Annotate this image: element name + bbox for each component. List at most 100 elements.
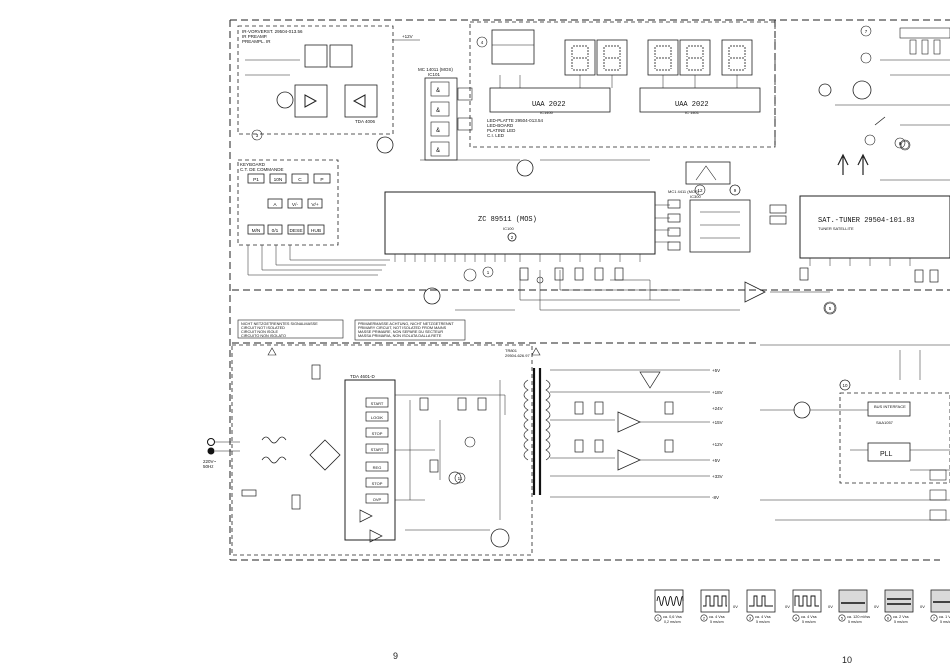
- warning-notes: NICHT NETZGETRENNTES SIGNALMASSE CIRCUIT…: [237, 319, 541, 356]
- scope-wave-2: [703, 595, 727, 607]
- scope-time-1: 0,2 ms/cm: [664, 620, 681, 624]
- ir-sub2: PREAMPL. IR: [242, 39, 271, 44]
- ir-preamp-block: IR-VORVERST. 29504-013.56 IR PREAMP. PRE…: [237, 25, 420, 135]
- reset-ic-label: MC 14011 (MOS): [418, 67, 453, 72]
- scope-num-circle-7: [930, 614, 938, 622]
- warn-primary-0: PRIMAERMASSE ACHTUNG, NICHT NETZGETRENNT: [358, 322, 454, 326]
- scope-zero-4: 0V: [828, 604, 833, 609]
- pll-block: BUS INTERFACE PLL SAA1057: [760, 344, 950, 521]
- scope-panel-6: [884, 589, 914, 613]
- scope-time-3: 5 ms/cm: [756, 620, 770, 624]
- scope-panel-7: [930, 589, 950, 613]
- warn-secondary-2: CIRCUIT NON ISOLE: [241, 330, 279, 334]
- eeprom-block: MC1 4411 (MOS) IC300: [668, 161, 751, 253]
- transformer-label: 29504-626.97: [505, 353, 530, 358]
- rail-33v: +33V: [712, 474, 723, 479]
- scope-amp-4: ca. 4 Vss: [801, 615, 817, 619]
- reset-ic: MC 14011 (MOS) IC101 & & & &: [418, 67, 473, 161]
- warn-secondary-0: NICHT NETZGETRENNTES SIGNALMASSE: [241, 322, 318, 326]
- scope-num-circle-5: [838, 614, 846, 622]
- marker-3: 3: [256, 133, 259, 138]
- marker-5: 5: [829, 306, 832, 311]
- key-01: 0/1: [272, 228, 279, 234]
- eeprom-label: MC1 4411 (MOS): [668, 189, 700, 194]
- rail-5v: +5V: [712, 368, 720, 373]
- tuner-sub: TUNER SATELLITE: [818, 226, 854, 231]
- scope-num-7: 7: [933, 616, 936, 621]
- scope-num-circle-6: [884, 614, 892, 622]
- psu-pin-start-2: START: [371, 447, 384, 452]
- scope-amp-5: ca. 120 mVss: [847, 615, 870, 619]
- marker-11: 11: [458, 476, 463, 481]
- transformer-ref: TR801: [505, 348, 518, 353]
- scope-num-circle-2: [700, 614, 708, 622]
- scope-zero-6: 0V: [920, 604, 925, 609]
- scope-wave-3: [749, 595, 773, 607]
- rail-12v-ir: +12V: [402, 34, 413, 39]
- scope-amp-3: ca. 4 Vss: [755, 615, 771, 619]
- page-number-left: 9: [393, 651, 399, 661]
- key-v-plus: V/+: [311, 202, 319, 208]
- warn-primary-3: MASSA PRIMARIA, NON ISOLATA DALLA RETE: [358, 334, 442, 338]
- warn-primary-1: PRIMARY CIRCUIT, NOT ISOLATED FROM MAINS: [358, 326, 447, 330]
- mains-label: 220V~: [203, 459, 217, 464]
- scope-amp-6: ca. 2 Vss: [893, 615, 909, 619]
- scope-amp-2: ca. 4 Vss: [709, 615, 725, 619]
- key-p: P: [320, 177, 323, 183]
- warn-secondary-1: CIRCUIT NOT ISOLATED: [241, 326, 285, 330]
- psu-pin-logik: LOGIK: [371, 415, 384, 420]
- key-10n: 10N: [274, 177, 283, 183]
- led-board: LED-PLATTE 29504-013.54 LED-BOARD PLATIN…: [469, 21, 776, 148]
- key-v-minus: V/-: [292, 202, 299, 208]
- key-p1: P1: [253, 177, 259, 183]
- scope-num-4: 4: [795, 616, 798, 621]
- svg-text:&: &: [436, 88, 440, 94]
- scope-num-circle-1: [654, 614, 662, 622]
- scope-num-1: 1: [657, 616, 660, 621]
- scope-amp-1: ca. 0,6 Vss: [663, 615, 682, 619]
- bus-interface-label: BUS INTERFACE: [874, 404, 906, 409]
- key-mn: M/N: [252, 228, 261, 234]
- ir-title: IR-VORVERST. 29504-013.56: [242, 29, 303, 34]
- psu-pin-ovp: OVP: [373, 497, 382, 502]
- marker-10: 10: [842, 383, 848, 388]
- scope-panel-2: [700, 589, 730, 613]
- scope-time-4: 5 ms/cm: [802, 620, 816, 624]
- scope-num-6: 6: [887, 616, 890, 621]
- psu-pin-stop-2: STOP: [372, 481, 383, 486]
- scope-num-5: 5: [841, 616, 844, 621]
- eeprom-ref: IC300: [690, 194, 701, 199]
- rail-24v: +24V: [712, 406, 723, 411]
- keyboard-title: KEYBOARD: [240, 162, 266, 167]
- decoder-b-label: UAA 2022: [675, 101, 709, 109]
- psu-pin-reg: REG: [373, 465, 382, 470]
- decoder-a-label: UAA 2022: [532, 101, 566, 109]
- decoder-b-ref: IC 1401: [685, 110, 700, 115]
- circle-markers: 4 3 7 6 9 1 2 5 10 11 12: [251, 25, 906, 484]
- secondary-regulators: +5V +18V +24V +15V +12V +5V +33V -8V: [550, 368, 723, 500]
- scope-num-circle-3: [746, 614, 754, 622]
- marker-6: 6: [899, 141, 902, 146]
- rail-15v: +15V: [712, 420, 723, 425]
- mcu-label: ZC 89511 (MOS): [478, 216, 537, 224]
- keyboard-block: KEYBOARD C.T. DE COMMANDE P1 10N C P A V…: [237, 159, 390, 276]
- transformer-block: TR801 29504-626.97: [505, 348, 551, 495]
- scope-time-7: 5 ms/cm: [940, 620, 950, 624]
- mcu-block: ZC 89511 (MOS) IC100: [384, 191, 681, 262]
- key-c: C: [298, 177, 302, 183]
- scope-time-6: 5 ms/cm: [894, 620, 908, 624]
- marker-12: 12: [697, 188, 703, 193]
- scope-num-2: 2: [703, 616, 706, 621]
- scope-num-circle-4: [792, 614, 800, 622]
- reset-ic-ref: IC101: [428, 72, 441, 77]
- led-sub3: C.I. LED: [487, 133, 505, 138]
- marker-1: 1: [487, 270, 490, 275]
- psu-pin-stop-1: STOP: [372, 431, 383, 436]
- scope-amp-7: ca. 1 Vss: [939, 615, 950, 619]
- tuner-label: SAT.-TUNER 29504-101.83: [818, 217, 915, 225]
- rail-minus8v: -8V: [712, 495, 719, 500]
- decoder-a-ref: IC1400: [540, 110, 554, 115]
- scope-time-2: 5 ms/cm: [710, 620, 724, 624]
- right-top-block: [818, 27, 950, 181]
